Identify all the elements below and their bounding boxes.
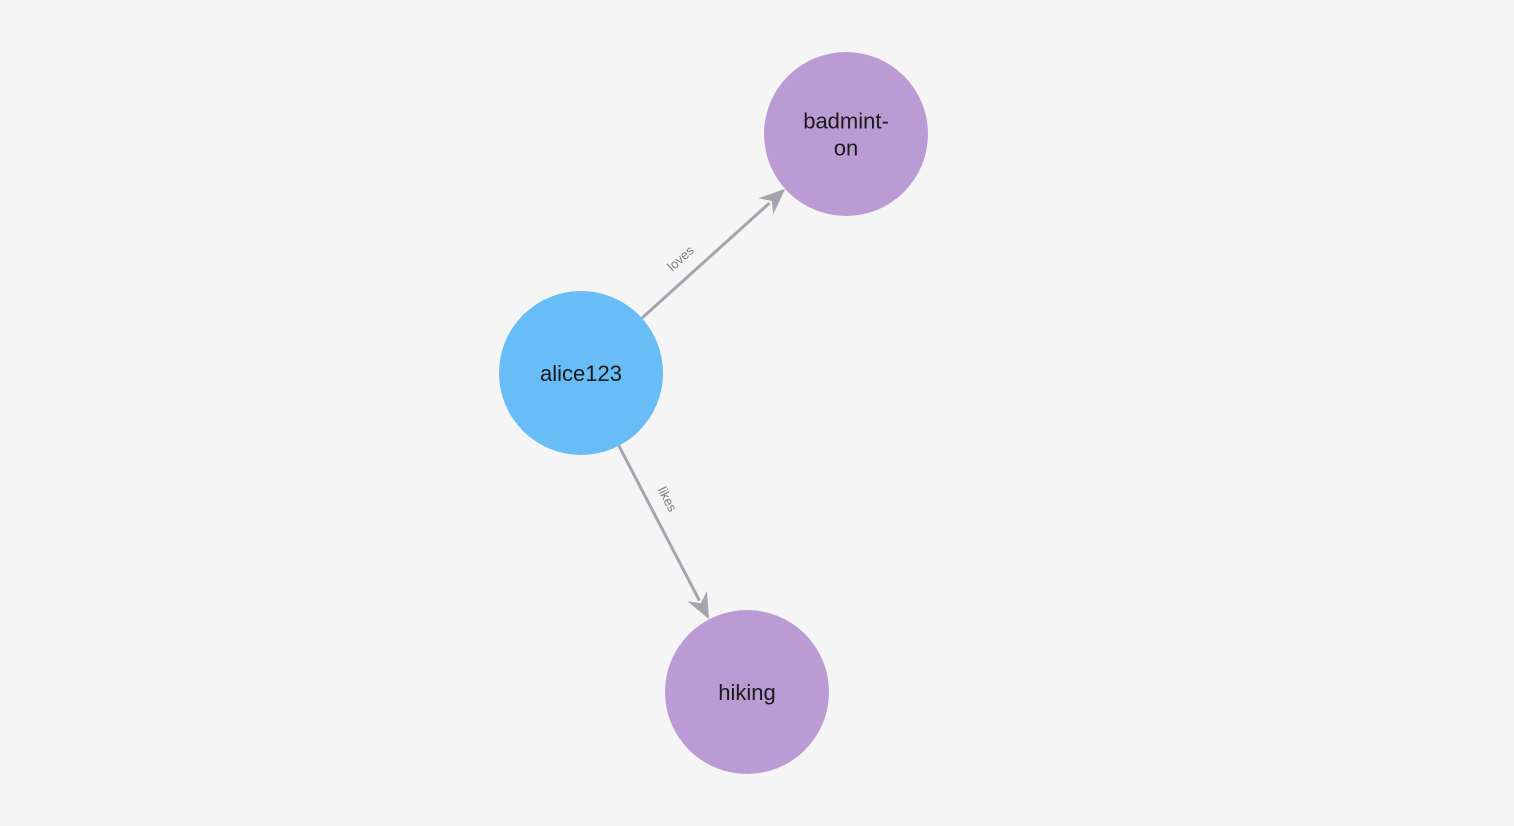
node-hiking[interactable]: hiking <box>665 610 829 774</box>
relationship-likes-hitarea[interactable] <box>619 446 709 620</box>
relationship-loves[interactable]: loves <box>640 188 786 320</box>
node-badminton[interactable]: badmint-on <box>764 52 928 216</box>
relationship-loves-hitarea[interactable] <box>642 189 785 318</box>
node-hiking-circle[interactable] <box>665 610 829 774</box>
node-alice123[interactable]: alice123 <box>499 291 663 455</box>
relationship-likes[interactable]: likes <box>617 445 710 620</box>
relationship-likes-arrowhead <box>687 591 710 620</box>
node-badminton-circle[interactable] <box>764 52 928 216</box>
node-alice123-circle[interactable] <box>499 291 663 455</box>
relationship-likes-line <box>617 445 701 602</box>
relationship-loves-arrowhead <box>758 188 786 215</box>
relationship-loves-line <box>640 201 771 320</box>
